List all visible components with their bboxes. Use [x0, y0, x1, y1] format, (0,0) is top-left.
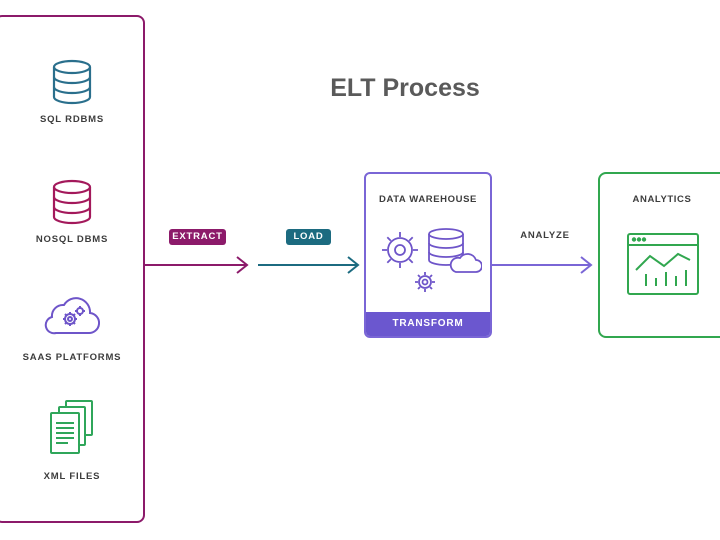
source-label-nosql: NOSQL DBMS: [35, 234, 109, 245]
source-label-xml: XML FILES: [43, 471, 101, 482]
analytics-label: ANALYTICS: [632, 194, 692, 205]
diagram-title: ELT Process: [330, 74, 480, 102]
cloud-gears-icon: [44, 297, 100, 335]
dashboard-chart-icon: [627, 233, 699, 295]
data-sources-panel: [0, 15, 145, 523]
load-label: LOAD: [286, 229, 331, 245]
warehouse-icon: [382, 228, 482, 292]
analyze-arrow: [492, 256, 593, 274]
extract-arrow: [145, 256, 249, 274]
extract-label: EXTRACT: [169, 229, 226, 245]
database-icon: [52, 59, 92, 105]
transform-banner: TRANSFORM: [366, 312, 490, 336]
source-label-sql: SQL RDBMS: [39, 114, 105, 125]
data-warehouse-box: DATA WAREHOUSE TRANSFORM: [364, 172, 492, 338]
database-icon: [52, 179, 92, 225]
load-arrow: [258, 256, 360, 274]
documents-icon: [50, 400, 93, 454]
data-warehouse-label: DATA WAREHOUSE: [379, 194, 477, 205]
analytics-box: ANALYTICS: [598, 172, 720, 338]
analyze-label: ANALYZE: [520, 230, 570, 241]
source-label-saas: SAAS PLATFORMS: [22, 352, 122, 363]
